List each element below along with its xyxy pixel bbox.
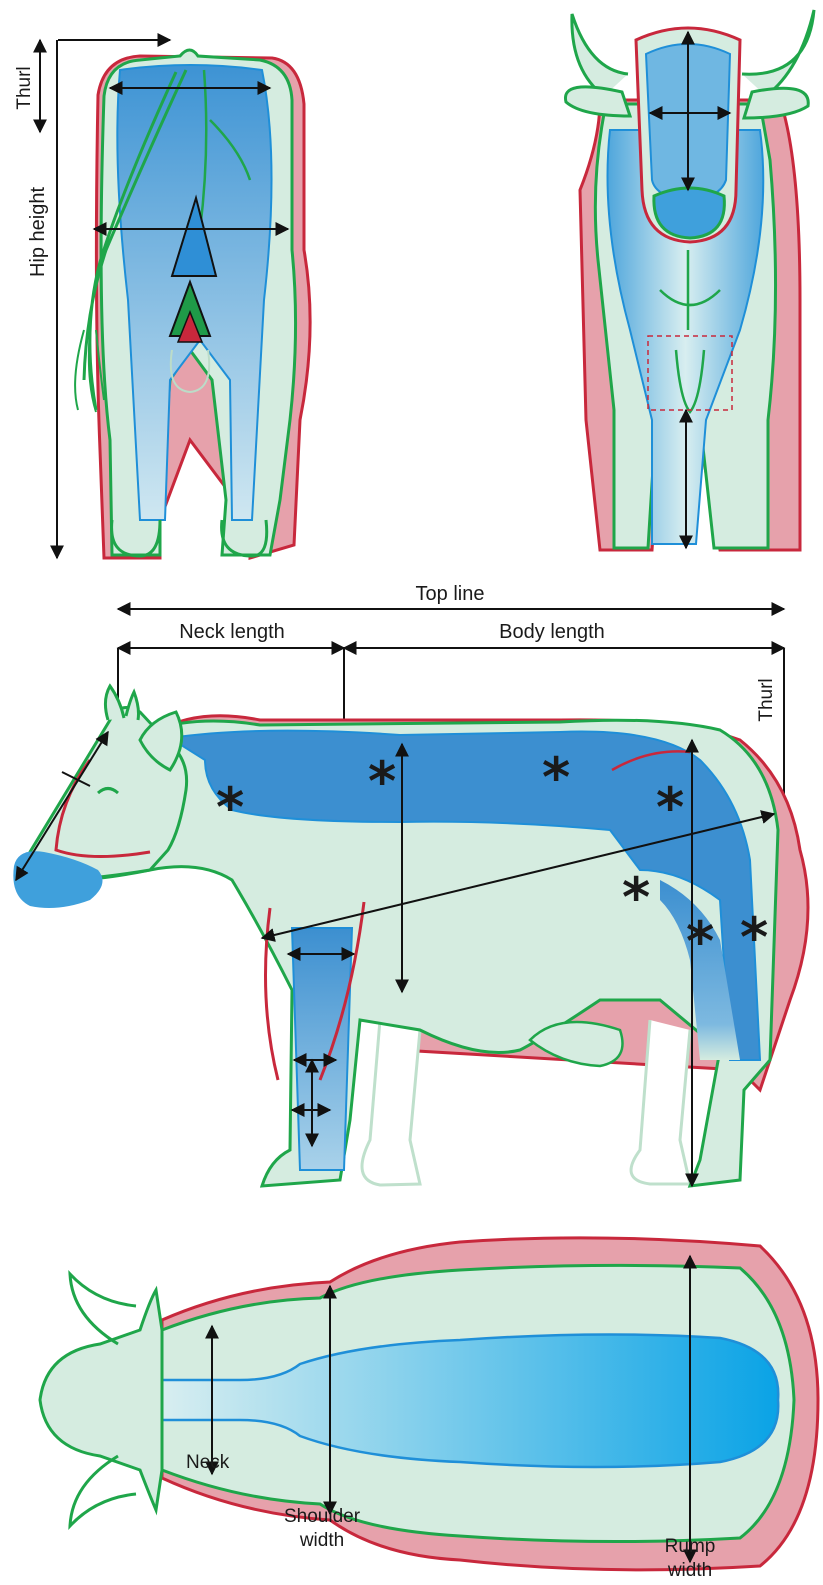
neck-length-label: Neck length <box>179 621 285 643</box>
rear-view: Thurl Hip height <box>14 40 310 558</box>
front-view <box>565 10 814 550</box>
asterisk-1: * <box>216 776 244 839</box>
top-line-label: Top line <box>416 583 485 605</box>
thurl-label-side: Thurl <box>756 678 777 721</box>
front-view-muzzle <box>654 188 724 238</box>
side-view: Top line Neck length Body length Thurl <box>13 583 808 1186</box>
asterisk-3: * <box>542 746 570 809</box>
rump-width-label-line1: Rump <box>665 1536 716 1557</box>
hip-height-label: Hip height <box>27 187 49 278</box>
asterisk-4: * <box>656 776 684 839</box>
side-view-foreleg-muscle <box>292 928 352 1170</box>
rump-width-label-line2: width <box>667 1560 712 1581</box>
side-view-horn <box>105 686 138 720</box>
thurl-label-rear: Thurl <box>14 66 35 109</box>
neck-label: Neck <box>186 1452 230 1473</box>
asterisk-2: * <box>368 750 396 813</box>
asterisk-6: * <box>686 910 714 973</box>
asterisk-7: * <box>740 906 768 969</box>
shoulder-width-label-line1: Shoulder <box>284 1506 361 1527</box>
top-view-head <box>40 1290 162 1510</box>
asterisk-5: * <box>622 866 650 929</box>
shoulder-width-label-line2: width <box>299 1530 344 1551</box>
body-length-label: Body length <box>499 621 605 643</box>
